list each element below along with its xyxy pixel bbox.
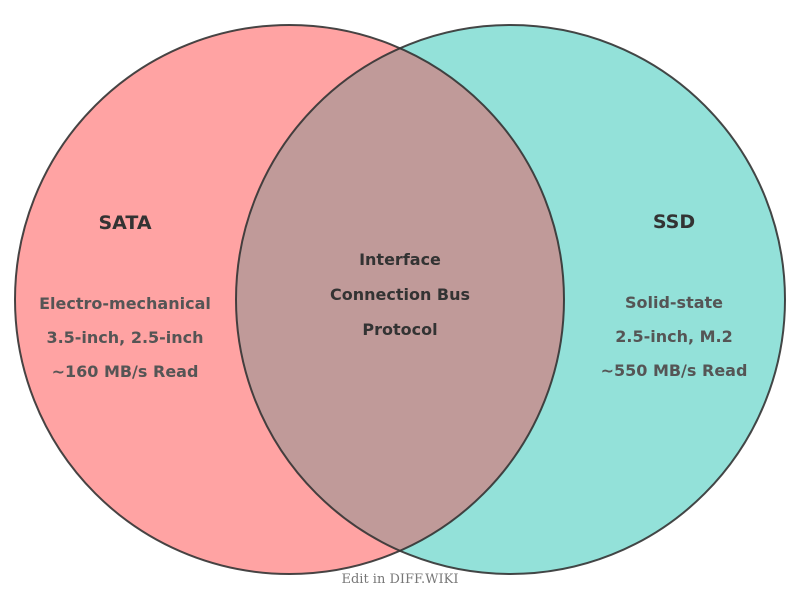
set-title-sata: SATA [98, 212, 151, 234]
overlap-item: Connection Bus [330, 285, 470, 304]
edit-link[interactable]: Edit in DIFF.WIKI [341, 572, 459, 587]
set-item: 3.5-inch, 2.5-inch [46, 328, 203, 347]
set-item: Electro-mechanical [39, 294, 211, 313]
set-outline-sata [14, 24, 565, 575]
set-title-ssd: SSD [653, 211, 695, 233]
set-item: 2.5-inch, M.2 [615, 327, 733, 346]
set-item: ~550 MB/s Read [601, 361, 748, 380]
overlap-region [236, 25, 564, 574]
set-outline-ssd [235, 24, 786, 575]
set-item: ~160 MB/s Read [52, 362, 199, 381]
overlap-item: Protocol [362, 320, 437, 339]
set-item: Solid-state [625, 293, 723, 312]
overlap-item: Interface [359, 250, 441, 269]
